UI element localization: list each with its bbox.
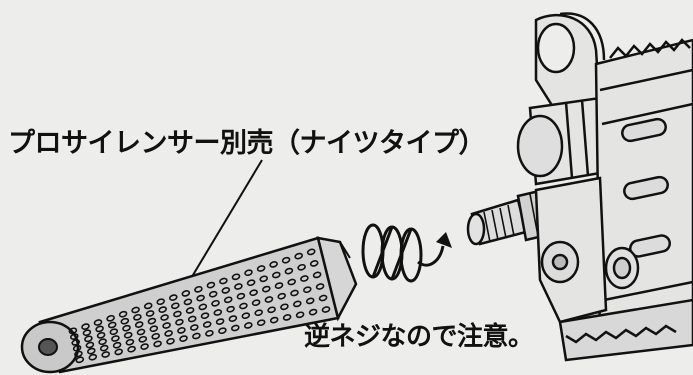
silencer-label: プロサイレンサー別売（ナイツタイプ） bbox=[8, 128, 486, 159]
reverse-thread-note: 逆ネジなので注意。 bbox=[304, 322, 534, 352]
spring-coil-illustration bbox=[361, 223, 423, 283]
rotation-arrow-icon bbox=[417, 232, 452, 267]
silencer-dot-pattern bbox=[68, 248, 331, 364]
silencer-illustration bbox=[20, 236, 358, 374]
rifle-front-sight-illustration bbox=[516, 12, 693, 362]
